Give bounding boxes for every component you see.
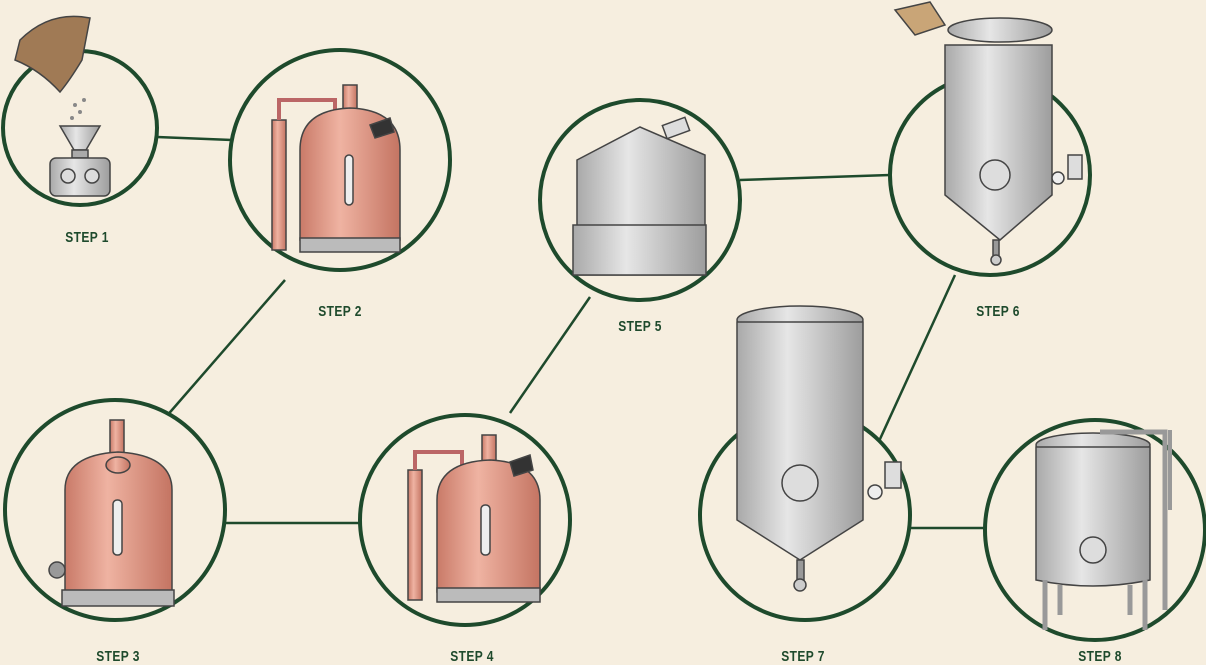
step-2-label-text: STEP 2 <box>318 303 362 320</box>
step-3-label-text: STEP 3 <box>96 648 140 665</box>
bright-beer-tank-icon <box>1035 429 1172 630</box>
brew-kettle-icon <box>407 434 541 603</box>
step-5-label-text: STEP 5 <box>618 318 662 335</box>
step-3-label: STEP 3 <box>91 648 145 665</box>
fermenter-with-yeast-icon <box>893 1 1083 266</box>
connector-4-5 <box>508 296 592 414</box>
mash-tun-icon <box>271 84 401 253</box>
step-6-label-text: STEP 6 <box>976 303 1020 320</box>
step-6-label: STEP 6 <box>971 303 1025 320</box>
connector-1-2 <box>156 135 233 142</box>
lauter-tun-icon <box>48 419 175 607</box>
step-7-label-text: STEP 7 <box>781 648 825 665</box>
connector-2-3 <box>164 279 286 419</box>
step-5-label: STEP 5 <box>613 318 667 335</box>
connector-6-7 <box>873 274 957 451</box>
step-4-label-text: STEP 4 <box>450 648 494 665</box>
grain-mill-icon <box>14 15 111 197</box>
step-2-label: STEP 2 <box>313 303 367 320</box>
step-1-label-text: STEP 1 <box>65 229 109 246</box>
step-1-label: STEP 1 <box>60 229 114 246</box>
connector-5-6 <box>739 173 891 182</box>
whirlpool-tank-icon <box>572 116 707 276</box>
step-8-label: STEP 8 <box>1073 648 1127 665</box>
connector-lines <box>156 135 985 530</box>
step-7-label: STEP 7 <box>776 648 830 665</box>
conditioning-tank-icon <box>736 305 902 592</box>
step-8-label-text: STEP 8 <box>1078 648 1122 665</box>
step-4-label: STEP 4 <box>445 648 499 665</box>
